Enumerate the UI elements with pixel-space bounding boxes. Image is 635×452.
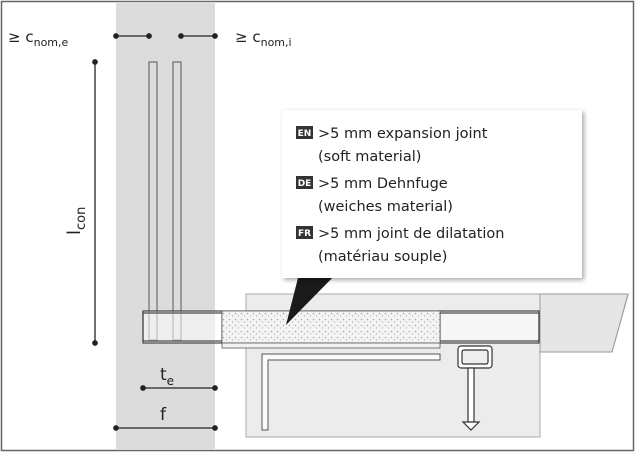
- callout-pointer: [286, 270, 340, 325]
- svg-text:FR: FR: [298, 229, 311, 239]
- insulation-thickness-label: te: [160, 365, 174, 388]
- cover-exterior-label: ≥ cnom,e: [8, 28, 69, 49]
- wall-thickness-label: f: [160, 405, 167, 425]
- svg-text:DE: DE: [298, 179, 312, 189]
- anchorage-length-label: lcon: [64, 207, 89, 235]
- language-tag-de: DE: [296, 176, 313, 189]
- svg-text:EN: EN: [298, 129, 312, 139]
- language-tag-fr: FR: [296, 226, 313, 239]
- language-tag-en: EN: [296, 126, 313, 139]
- bearing-plate: [221, 342, 441, 349]
- callout-entry-de: DE >5 mm Dehnfuge (weiches material): [296, 176, 453, 215]
- callout-entry-fr: FR >5 mm joint de dilatation (matériau s…: [296, 226, 504, 265]
- expansion-joint-material: [221, 310, 441, 344]
- dimension-lines: [92, 33, 218, 431]
- svg-text:(soft material): (soft material): [318, 149, 421, 165]
- wall: [116, 2, 215, 450]
- svg-text:>5 mm expansion joint: >5 mm expansion joint: [318, 126, 488, 142]
- fixing-clamp: [457, 345, 493, 431]
- callout-entry-en: EN >5 mm expansion joint (soft material): [296, 126, 488, 165]
- svg-text:(weiches material): (weiches material): [318, 199, 453, 215]
- slab-edge: [539, 293, 629, 353]
- svg-text:>5 mm Dehnfuge: >5 mm Dehnfuge: [318, 176, 448, 192]
- svg-text:(matériau souple): (matériau souple): [318, 249, 447, 265]
- svg-text:>5 mm joint de dilatation: >5 mm joint de dilatation: [318, 226, 504, 242]
- cover-interior-label: ≥ cnom,i: [235, 28, 292, 49]
- callout-box: [282, 110, 582, 278]
- anchor-bar: [261, 353, 441, 431]
